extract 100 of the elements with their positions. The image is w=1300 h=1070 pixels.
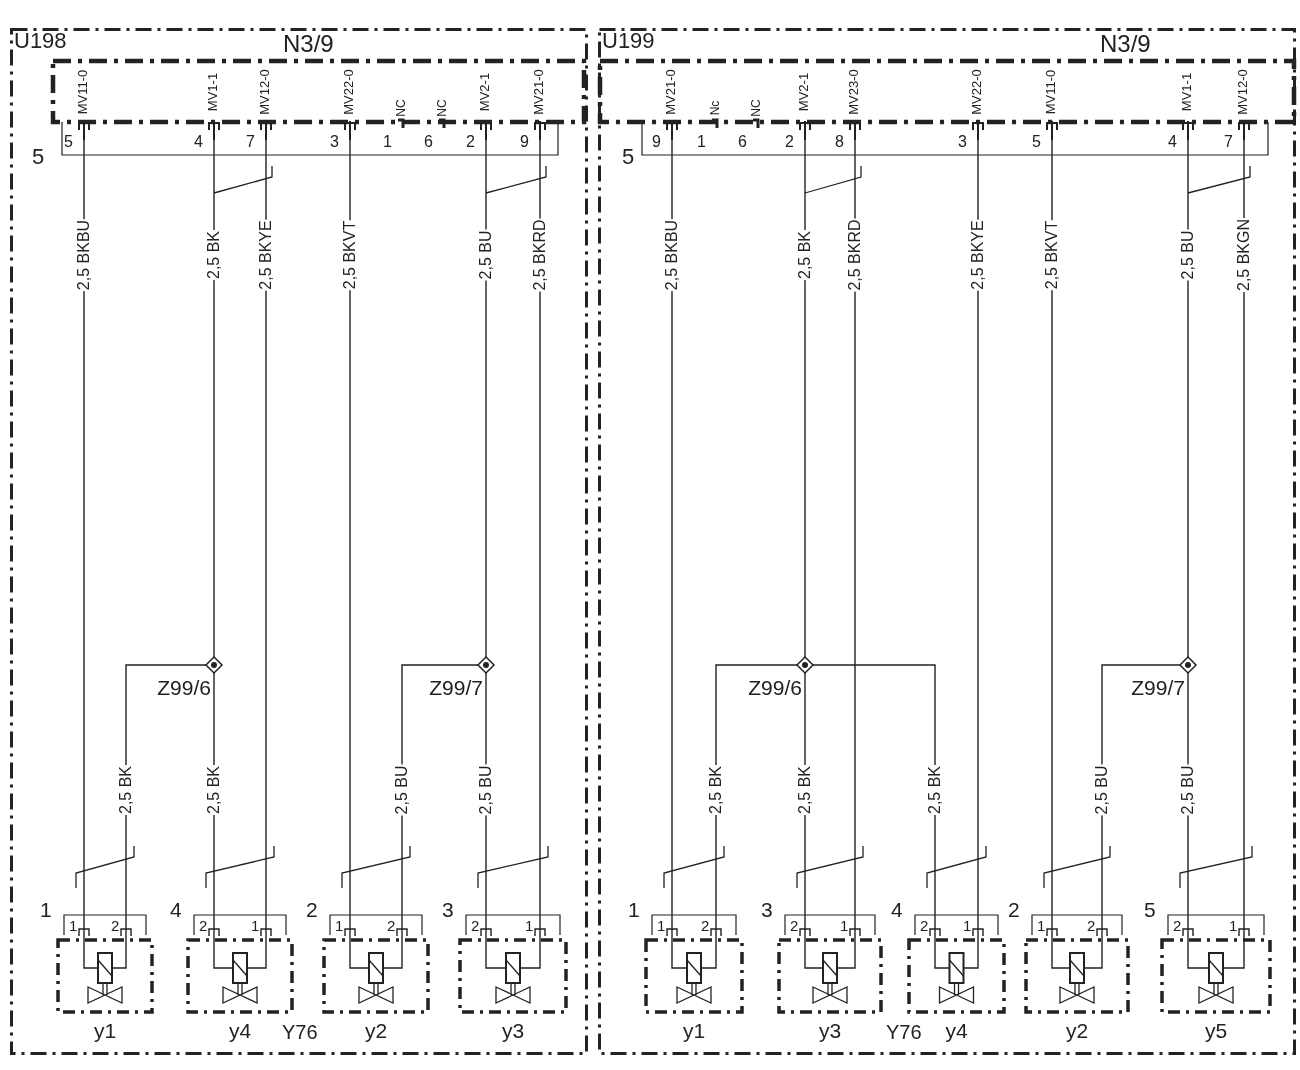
pin-number: 1 — [1229, 918, 1238, 933]
pin-name: NC — [436, 99, 448, 117]
connector-number: 2 — [1008, 899, 1020, 920]
pin-number: 2 — [1173, 918, 1182, 933]
pin-number: 2 — [466, 134, 475, 150]
pin-name: MV1-1 — [205, 72, 219, 111]
pin-number: 1 — [1037, 918, 1046, 933]
valve-label: y5 — [1203, 1020, 1229, 1041]
wire-label: 2,5 BK — [204, 230, 224, 280]
harness-section-frame — [10, 28, 588, 1055]
wire-label: 2,5 BU — [476, 229, 496, 281]
pin-name: MV11-0 — [75, 69, 89, 114]
pin-name: MV22-0 — [341, 68, 355, 115]
splice-label: Z99/6 — [157, 677, 211, 698]
wire-label: 2,5 BK — [706, 765, 726, 815]
pin-number: 7 — [1224, 134, 1233, 150]
pin-number: 6 — [738, 134, 747, 150]
wire-label: 2,5 BU — [1092, 764, 1112, 816]
connector-number: 3 — [761, 899, 773, 920]
pin-number: 2 — [199, 918, 208, 933]
pin-number: 1 — [840, 918, 849, 933]
wire-label: 2,5 BU — [392, 764, 412, 816]
wire-label: 2,5 BK — [795, 230, 815, 280]
connector-number: 3 — [442, 899, 454, 920]
valve-label: y3 — [500, 1020, 526, 1041]
pin-number: 2 — [1087, 918, 1096, 933]
pin-number: 6 — [424, 134, 433, 150]
pin-name: MV12-0 — [1235, 68, 1249, 115]
pin-number: 1 — [383, 134, 392, 150]
wire-label: 2,5 BKVT — [340, 219, 360, 291]
wire-label: 2,5 BK — [204, 765, 224, 815]
section-id: U199 — [602, 30, 655, 52]
pin-number: 9 — [652, 134, 661, 150]
pin-number: 5 — [1032, 134, 1041, 150]
pin-name: NC — [750, 99, 762, 117]
valve-label: y1 — [681, 1020, 707, 1041]
connector-number: 5 — [622, 146, 635, 168]
pin-name: MV21-0 — [531, 68, 545, 115]
pin-number: 4 — [194, 134, 203, 150]
pin-name: NC — [395, 99, 407, 117]
wire-label: 2,5 BKBU — [74, 218, 94, 292]
wire-label: 2,5 BK — [116, 765, 136, 815]
wire-label: 2,5 BKYE — [256, 219, 276, 291]
pin-number: 2 — [471, 918, 480, 933]
pin-number: 3 — [330, 134, 339, 150]
wire-label: 2,5 BU — [1178, 764, 1198, 816]
wire-label: 2,5 BU — [1178, 229, 1198, 281]
component-label: N3/9 — [283, 32, 334, 56]
pin-number: 8 — [835, 134, 844, 150]
harness-section-frame — [598, 28, 1296, 1055]
wire-label: 2,5 BKRD — [530, 218, 550, 292]
pin-number: 2 — [701, 918, 710, 933]
pin-name: MV1-1 — [1179, 72, 1193, 111]
pin-number: 9 — [520, 134, 529, 150]
pin-number: 2 — [790, 918, 799, 933]
pin-name: MV2-1 — [796, 72, 810, 111]
component-label: N3/9 — [1100, 32, 1151, 56]
pin-number: 5 — [64, 134, 73, 150]
pin-number: 1 — [657, 918, 666, 933]
connector-number: 5 — [1144, 899, 1156, 920]
pin-number: 1 — [963, 918, 972, 933]
pin-number: 1 — [251, 918, 260, 933]
pin-number: 4 — [1168, 134, 1177, 150]
splice-label: Z99/7 — [1131, 677, 1185, 698]
splice-label: Z99/6 — [748, 677, 802, 698]
wire-label: 2,5 BKGN — [1234, 218, 1254, 292]
pin-name: MV12-0 — [257, 68, 271, 115]
pin-name: MV11-0 — [1043, 69, 1057, 114]
connector-number: 1 — [40, 899, 52, 920]
pin-number: 2 — [387, 918, 396, 933]
connector-number: 2 — [306, 899, 318, 920]
wire-label: 2,5 BKYE — [968, 219, 988, 291]
connector-number: 4 — [170, 899, 182, 920]
pin-number: 1 — [697, 134, 706, 150]
component-label: Y76 — [886, 1022, 922, 1042]
pin-name: MV21-0 — [663, 68, 677, 115]
valve-label: y1 — [92, 1020, 118, 1041]
wire-label: 2,5 BKVT — [1042, 219, 1062, 291]
pin-number: 2 — [785, 134, 794, 150]
valve-label: y2 — [1064, 1020, 1090, 1041]
pin-number: 1 — [525, 918, 534, 933]
wire-label: 2,5 BK — [795, 765, 815, 815]
component-label: Y76 — [282, 1022, 318, 1042]
wire-label: 2,5 BU — [476, 764, 496, 816]
connector-number: 5 — [32, 146, 45, 168]
wire-label: 2,5 BKBU — [662, 218, 682, 292]
wire-label: 2,5 BKRD — [845, 218, 865, 292]
pin-name: MV22-0 — [969, 68, 983, 115]
pin-name: MV2-1 — [477, 72, 491, 111]
wire-label: 2,5 BK — [925, 765, 945, 815]
connector-number: 4 — [891, 899, 903, 920]
pin-name: Nc — [709, 100, 721, 116]
pin-name: MV23-0 — [846, 68, 860, 115]
pin-number: 7 — [246, 134, 255, 150]
pin-number: 2 — [920, 918, 929, 933]
splice-label: Z99/7 — [429, 677, 483, 698]
pin-number: 2 — [111, 918, 120, 933]
pin-number: 1 — [69, 918, 78, 933]
valve-label: y3 — [817, 1020, 843, 1041]
pin-number: 1 — [335, 918, 344, 933]
